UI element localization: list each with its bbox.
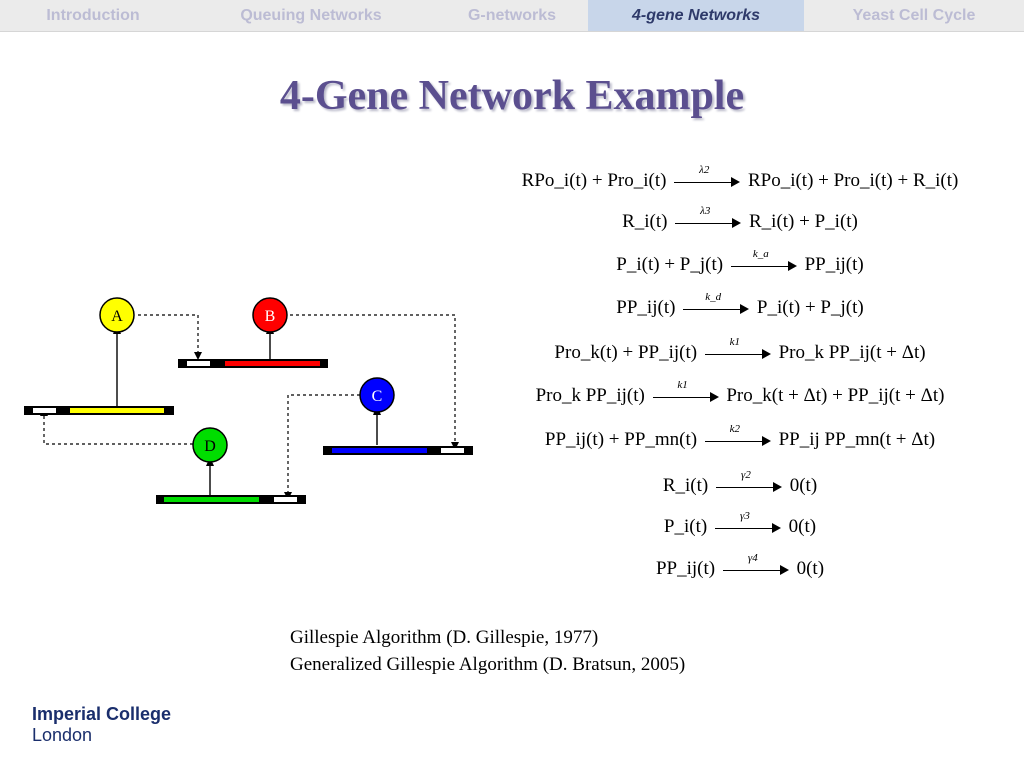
equation-row: Pro_k PP_ij(t) k1 Pro_k(t + Δt) + PP_ij(… [480,379,1000,407]
tab-yeast-cell-cycle[interactable]: Yeast Cell Cycle [852,7,976,24]
rate-label: γ3 [740,509,750,522]
gene-d-node: D [192,427,228,463]
reaction-arrow-icon: λ3 [675,205,742,230]
equation-lhs: RPo_i(t) + Pro_i(t) [521,170,667,191]
equation-rhs: PP_ij PP_mn(t + Δt) [778,429,936,450]
gene-a-label: A [111,308,123,325]
reaction-arrow-icon: λ2 [674,164,741,189]
reaction-arrow-icon: k_d [683,291,750,316]
equation-rhs: PP_ij(t) [804,254,864,275]
references: Gillespie Algorithm (D. Gillespie, 1977)… [290,624,685,678]
equation-rhs: R_i(t) + P_i(t) [749,211,858,232]
rate-label: λ3 [700,204,711,217]
equation-row: R_i(t) γ2 0(t) [480,469,1000,497]
edge-a-to-b-promoter [138,314,199,353]
reference-bratsun: Generalized Gillespie Algorithm (D. Brat… [290,654,686,675]
reaction-arrow-icon: k1 [704,336,771,361]
reference-gillespie: Gillespie Algorithm (D. Gillespie, 1977) [290,627,599,648]
gene-c-strip [323,446,473,455]
reaction-arrow-icon: k1 [652,379,719,404]
imperial-college-logo: Imperial College London [32,704,171,746]
equation-rhs: Pro_k PP_ij(t + Δt) [778,342,926,363]
tab-4-gene-networks[interactable]: 4-gene Networks [588,0,804,31]
equation-row: R_i(t) λ3 R_i(t) + P_i(t) [480,205,1000,233]
gene-b-label: B [265,308,276,325]
tab-bar: Introduction Queuing Networks G-networks… [0,0,1024,32]
equation-rhs: 0(t) [796,558,825,579]
edge-c-to-d-promoter [287,394,360,493]
slide-title: 4-Gene Network Example [279,73,745,119]
gene-a-strip [24,406,174,415]
tab-introduction[interactable]: Introduction [46,7,140,24]
rate-label: γ2 [741,468,751,481]
edge-d-to-a-promoter [43,415,193,445]
rate-label: k1 [729,335,741,348]
gene-b-strip [178,359,328,368]
gene-a-node: A [99,297,135,333]
equation-row: PP_ij(t) + PP_mn(t) k2 PP_ij PP_mn(t + Δ… [480,423,1000,451]
gene-c-label: C [372,388,383,405]
gene-d-coding-bar [164,497,259,502]
equation-rhs: 0(t) [789,475,818,496]
rate-label: k_a [752,247,769,260]
equation-lhs: PP_ij(t) [616,297,676,318]
reaction-arrow-icon: γ4 [722,552,789,577]
gene-a-coding-bar [70,408,164,413]
equation-row: P_i(t) γ3 0(t) [480,510,1000,538]
equation-lhs: R_i(t) [622,211,668,232]
equation-rhs: Pro_k(t + Δt) + PP_ij(t + Δt) [726,385,945,406]
logo-line-2: London [32,725,93,745]
rate-label: k_d [705,290,722,303]
equation-row: Pro_k(t) + PP_ij(t) k1 Pro_k PP_ij(t + Δ… [480,336,1000,364]
equation-rhs: P_i(t) + P_j(t) [756,297,864,318]
equation-lhs: Pro_k PP_ij(t) [535,385,645,406]
arrowhead-a-b [194,352,202,360]
rate-label: k1 [677,378,688,391]
tab-queuing-networks[interactable]: Queuing Networks [240,7,382,24]
reaction-arrow-icon: k2 [704,423,771,448]
tab-g-networks[interactable]: G-networks [467,7,556,24]
rate-label: k2 [729,422,741,435]
equation-lhs: PP_ij(t) [655,558,716,579]
gene-d-label: D [204,438,216,455]
rate-label: γ4 [747,551,758,564]
reaction-arrow-icon: γ2 [715,469,782,494]
equation-lhs: R_i(t) [662,475,709,496]
equation-lhs: P_i(t) [663,516,708,537]
gene-d-strip [156,495,306,504]
reaction-arrow-icon: k_a [730,248,797,273]
edge-b-to-c-promoter [290,314,456,443]
equation-lhs: PP_ij(t) + PP_mn(t) [544,429,698,450]
equation-lhs: P_i(t) + P_j(t) [616,254,724,275]
rate-label: λ2 [699,163,710,176]
logo-line-1: Imperial College [32,704,172,724]
reaction-arrow-icon: γ3 [714,510,781,535]
gene-c-node: C [359,377,395,413]
equation-rhs: 0(t) [788,516,817,537]
equation-row: PP_ij(t) γ4 0(t) [480,552,1000,580]
gene-c-coding-bar [332,448,427,453]
gene-b-node: B [252,297,288,333]
gene-network-diagram: A B C D [24,297,473,504]
equation-row: RPo_i(t) + Pro_i(t) λ2 RPo_i(t) + Pro_i(… [480,164,1000,192]
gene-b-coding-bar [225,361,320,366]
equation-lhs: Pro_k(t) + PP_ij(t) [554,342,698,363]
equation-rhs: RPo_i(t) + Pro_i(t) + R_i(t) [747,170,959,191]
equation-row: P_i(t) + P_j(t) k_a PP_ij(t) [480,248,1000,276]
equation-row: PP_ij(t) k_d P_i(t) + P_j(t) [480,291,1000,319]
